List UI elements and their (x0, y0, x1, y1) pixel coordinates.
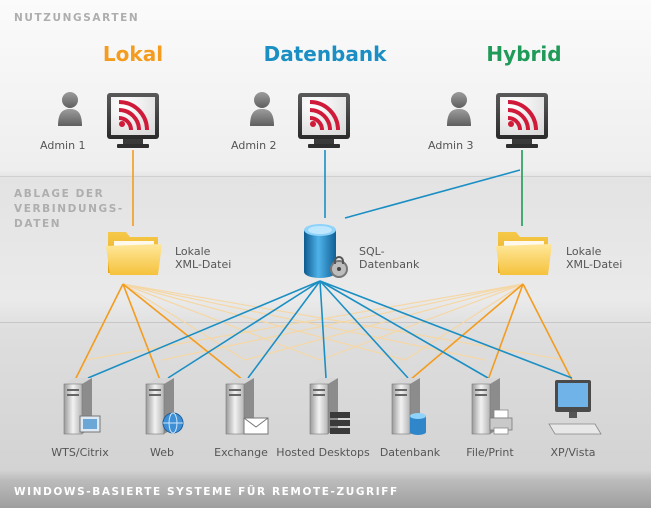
admin-icon (250, 92, 274, 126)
monitor-rdp-icon (107, 93, 159, 148)
section-label-line: VERBINDUNGS- (14, 203, 124, 215)
server-citrix-icon (63, 378, 101, 435)
admin-icon (58, 92, 82, 126)
section-label-line: ABLAGE DER (14, 188, 105, 200)
server-print-icon (471, 378, 513, 435)
storage-label-center: SQL- Datenbank (359, 245, 419, 271)
usage-title-datenbank: Datenbank (263, 42, 387, 66)
database-lock-icon (304, 224, 348, 278)
system-label: Web (150, 446, 174, 459)
folder-icon (496, 232, 552, 275)
server-desktops-icon (309, 378, 350, 435)
section-label-line: DATEN (14, 218, 62, 230)
system-label: XP/Vista (550, 446, 596, 459)
storage-label-line: Lokale (175, 245, 211, 258)
storage-label-line: XML-Datei (175, 258, 232, 271)
admin-label: Admin 3 (428, 139, 474, 152)
storage-label-line: Lokale (566, 245, 602, 258)
monitor-rdp-icon (298, 93, 350, 148)
admin-row (58, 92, 548, 148)
section-label-connection-storage: ABLAGE DER VERBINDUNGS- DATEN (14, 187, 124, 232)
admin-label: Admin 1 (40, 139, 86, 152)
storage-row (106, 224, 552, 278)
blue-lines (87, 150, 573, 379)
folder-icon (106, 232, 162, 275)
server-database-icon (391, 378, 426, 435)
workstation-icon (548, 380, 602, 435)
admin-label: Admin 2 (231, 139, 277, 152)
usage-title-hybrid: Hybrid (486, 42, 562, 66)
system-label: Datenbank (379, 446, 441, 459)
band-separator-bottom (0, 322, 651, 323)
storage-label-left: Lokale XML-Datei (175, 245, 231, 271)
storage-label-line: SQL- (359, 245, 385, 258)
server-mail-icon (225, 378, 269, 435)
system-label: Hosted Desktops (276, 446, 370, 459)
admin-icon (447, 92, 471, 126)
monitor-rdp-icon (496, 93, 548, 148)
system-label: WTS/Citrix (51, 446, 109, 459)
system-label: File/Print (466, 446, 514, 459)
server-web-icon (145, 378, 184, 435)
storage-label-line: XML-Datei (566, 258, 623, 271)
orange-lines (74, 150, 573, 381)
usage-title-lokal: Lokal (102, 42, 164, 66)
systems-row (63, 378, 602, 435)
storage-label-right: Lokale XML-Datei (566, 245, 622, 271)
system-label: Exchange (214, 446, 268, 459)
section-label-footer: WINDOWS-BASIERTE SYSTEME FÜR REMOTE-ZUGR… (14, 486, 399, 498)
section-label-usage-types: NUTZUNGSARTEN (14, 12, 140, 24)
storage-label-line: Datenbank (359, 258, 420, 271)
